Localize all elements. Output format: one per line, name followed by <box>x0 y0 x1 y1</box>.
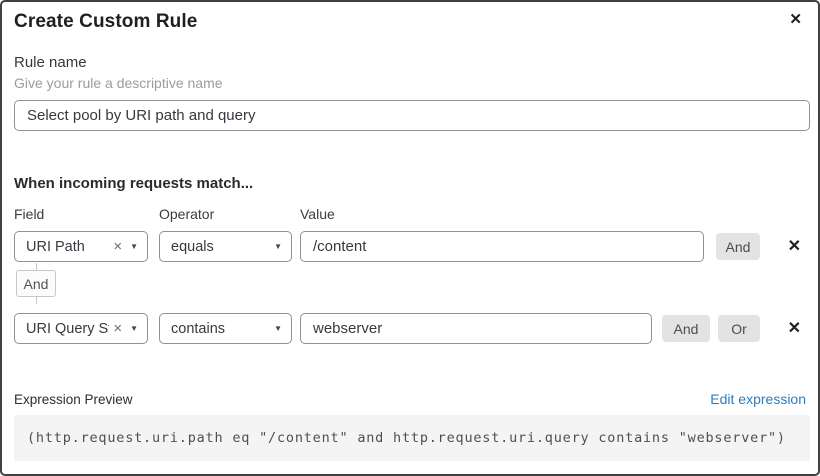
and-connector: And <box>14 263 806 304</box>
chevron-down-icon: ▼ <box>130 323 138 333</box>
clear-field-icon[interactable]: × <box>113 320 123 337</box>
field-select-1-value: URI Path <box>26 238 85 255</box>
connector-line <box>36 297 37 304</box>
add-and-condition-button[interactable]: And <box>662 315 710 342</box>
remove-row-icon[interactable]: ✕ <box>787 319 801 337</box>
field-select-1[interactable]: URI Path × ▼ <box>14 231 148 262</box>
rule-name-input[interactable] <box>14 100 810 131</box>
remove-row-icon[interactable]: ✕ <box>787 237 801 255</box>
value-input-1[interactable] <box>300 231 704 262</box>
column-label-value: Value <box>300 206 335 222</box>
match-heading: When incoming requests match... <box>14 175 254 192</box>
connector-line <box>36 263 37 270</box>
expression-code: (http.request.uri.path eq "/content" and… <box>14 415 810 461</box>
chevron-down-icon: ▼ <box>130 241 138 251</box>
chevron-down-icon: ▼ <box>274 241 282 251</box>
chevron-down-icon: ▼ <box>274 323 282 333</box>
and-connector-badge: And <box>16 270 56 297</box>
clear-field-icon[interactable]: × <box>113 238 123 255</box>
operator-select-2-value: contains <box>171 320 226 337</box>
add-and-condition-button[interactable]: And <box>716 233 760 260</box>
expression-preview-label: Expression Preview <box>14 392 133 407</box>
add-or-condition-button[interactable]: Or <box>718 315 760 342</box>
column-label-operator: Operator <box>159 206 215 222</box>
condition-row-1: URI Path × ▼ equals ▼ And ✕ <box>14 230 806 263</box>
rule-name-helper: Give your rule a descriptive name <box>14 75 223 91</box>
dialog-title: Create Custom Rule <box>14 11 198 32</box>
operator-select-1-value: equals <box>171 238 214 255</box>
close-icon[interactable]: ✕ <box>789 11 802 28</box>
value-input-2[interactable] <box>300 313 652 344</box>
condition-row-2: URI Query St... × ▼ contains ▼ And Or ✕ <box>14 312 806 345</box>
rule-name-label: Rule name <box>14 54 87 71</box>
column-labels: Field Operator Value <box>14 206 806 222</box>
field-select-2[interactable]: URI Query St... × ▼ <box>14 313 148 344</box>
expression-preview-header: Expression Preview Edit expression <box>14 391 806 407</box>
operator-select-2[interactable]: contains ▼ <box>159 313 292 344</box>
edit-expression-link[interactable]: Edit expression <box>710 391 806 407</box>
operator-select-1[interactable]: equals ▼ <box>159 231 292 262</box>
field-select-2-value: URI Query St... <box>26 320 109 337</box>
column-label-field: Field <box>14 206 45 222</box>
